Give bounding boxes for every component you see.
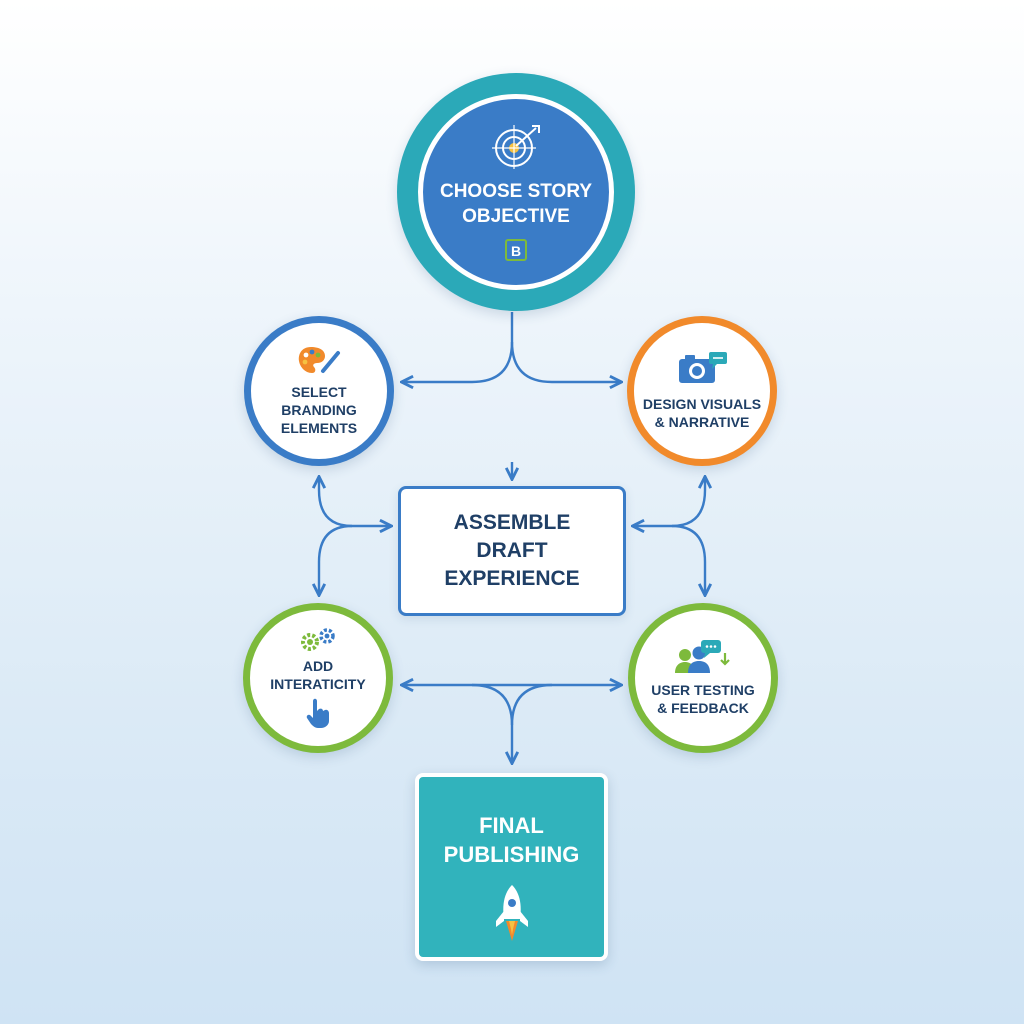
- arrow-to-final: [471, 683, 512, 762]
- final-label-line2: PUBLISHING: [443, 842, 580, 867]
- node-choose-story-objective: CHOOSE STORY OBJECTIVE B: [397, 73, 635, 311]
- node-select-branding-elements: SELECT BRANDING ELEMENTS: [244, 316, 394, 466]
- node-final-publishing: FINAL PUBLISHING: [415, 773, 608, 961]
- visuals-label-line1: DESIGN VISUALS: [642, 396, 762, 412]
- arrow-visuals-assemble: [634, 478, 705, 526]
- node-assemble-draft-experience: ASSEMBLE DRAFT EXPERIENCE: [398, 486, 626, 616]
- interact-label-line2: INTERATICITY: [270, 676, 366, 692]
- arrow-assemble-testing: [671, 524, 705, 594]
- arrow-to-final-right: [510, 683, 553, 726]
- visuals-label-line2: & NARRATIVE: [654, 414, 750, 430]
- assemble-label-line3: EXPERIENCE: [444, 567, 580, 590]
- b-badge-icon: B: [505, 239, 527, 261]
- camera-icon: [679, 352, 727, 383]
- gears-icon: [301, 628, 335, 651]
- final-label-line1: FINAL: [479, 813, 544, 838]
- objective-label-line1: CHOOSE STORY: [439, 181, 593, 202]
- objective-label-line2: OBJECTIVE: [462, 206, 570, 227]
- node-design-visuals-narrative: DESIGN VISUALS & NARRATIVE: [627, 316, 777, 466]
- node-user-testing-feedback: USER TESTING & FEEDBACK: [628, 603, 778, 753]
- arrow-objective-to-branding: [403, 312, 514, 382]
- palette-icon: [298, 347, 340, 373]
- testing-label-line2: & FEEDBACK: [657, 700, 749, 716]
- assemble-label-line1: ASSEMBLE: [453, 511, 571, 534]
- branding-label-line3: ELEMENTS: [280, 420, 358, 436]
- arrow-assemble-interact: [319, 524, 353, 594]
- hand-pointer-icon: [306, 698, 329, 728]
- objective-inner-circle: CHOOSE STORY OBJECTIVE B: [418, 94, 614, 290]
- testing-label-line1: USER TESTING: [651, 682, 755, 698]
- users-feedback-icon: [675, 640, 730, 673]
- arrow-objective-to-visuals: [510, 341, 620, 382]
- branding-label-line1: SELECT: [291, 384, 347, 400]
- node-add-interactivity: ADD INTERATICITY: [243, 603, 393, 753]
- target-icon: [492, 125, 540, 169]
- interact-label-line1: ADD: [302, 658, 334, 674]
- rocket-icon: [495, 885, 528, 941]
- assemble-label-line2: DRAFT: [476, 539, 548, 562]
- arrow-branding-assemble: [319, 478, 390, 526]
- branding-label-line2: BRANDING: [281, 402, 357, 418]
